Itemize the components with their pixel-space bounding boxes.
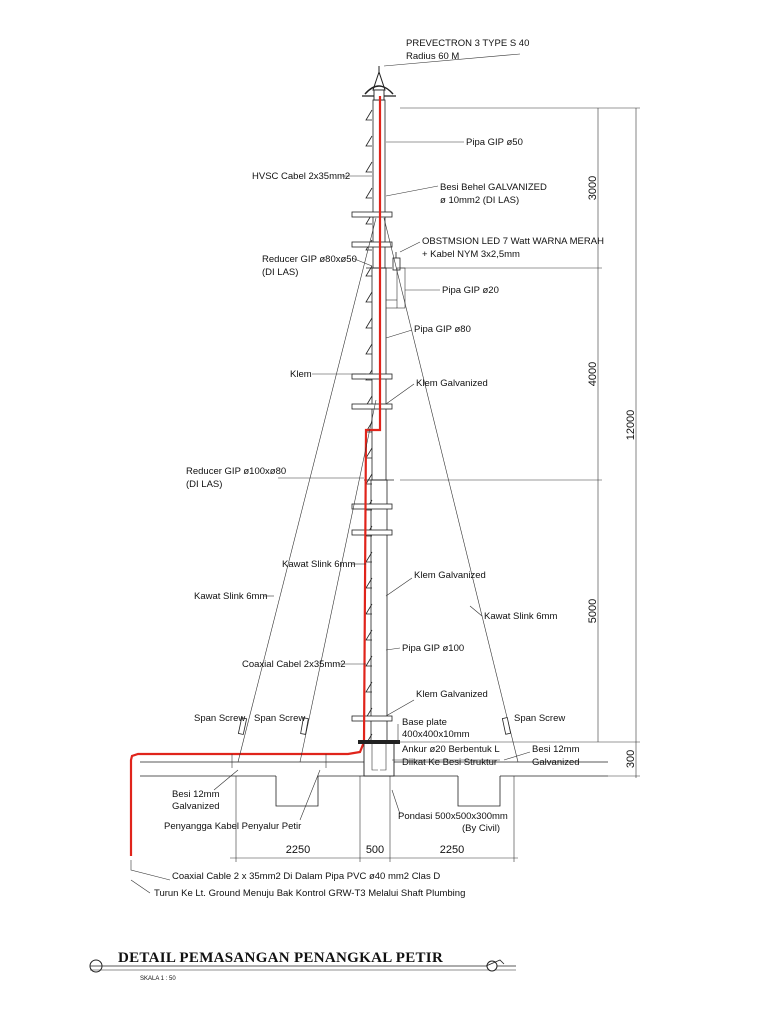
label-besi-12-left-2: Galvanized — [172, 801, 220, 812]
step-rung — [365, 135, 373, 147]
span-screw-left — [237, 717, 248, 735]
drawing-title: DETAIL PEMASANGAN PENANGKAL PETIR — [118, 950, 443, 966]
dimension-lines — [230, 107, 640, 862]
title-end-marker-icon — [486, 960, 498, 972]
label-kawat-slink-c: Kawat Slink 6mm — [484, 611, 557, 622]
obstruction-light-icon — [386, 252, 406, 309]
label-penyangga: Penyangga Kabel Penyalur Petir — [164, 821, 301, 832]
dim-4000: 4000 — [587, 362, 599, 386]
dim-2250-right: 2250 — [440, 844, 464, 856]
step-rung — [365, 291, 373, 303]
span-screw-mid — [300, 717, 309, 735]
label-pipe-50: Pipa GIP ø50 — [466, 137, 523, 148]
label-base-plate-2: 400x400x10mm — [402, 729, 470, 740]
klem-band — [351, 715, 393, 722]
pondasi-block — [363, 741, 395, 777]
label-di-las-1: (DI LAS) — [262, 267, 298, 278]
label-ankur-1: Ankur ø20 Berbentuk L — [402, 744, 500, 755]
dim-300: 300 — [625, 750, 637, 768]
label-obstruction-1: OBSTMSION LED 7 Watt WARNA MERAH — [422, 236, 604, 247]
label-klem-galvanized-1: Klem Galvanized — [416, 378, 488, 389]
label-besi-12-left-1: Besi 12mm — [172, 789, 220, 800]
mast — [351, 99, 394, 745]
label-span-screw-2: Span Screw — [254, 713, 305, 724]
step-rung — [365, 317, 373, 329]
step-rung — [365, 343, 373, 355]
label-pipe-20: Pipa GIP ø20 — [442, 285, 499, 296]
guy-wires — [237, 217, 519, 763]
down-conductor-cable — [129, 96, 382, 856]
label-ankur-2: Diikat Ke Besi Struktur — [402, 757, 497, 768]
base-plate — [358, 740, 400, 744]
label-besi-12-right-1: Besi 12mm — [532, 744, 580, 755]
drawing-scale: SKALA 1 : 50 — [140, 976, 176, 982]
label-pipe-80: Pipa GIP ø80 — [414, 324, 471, 335]
klem-band — [351, 241, 393, 248]
dim-12000: 12000 — [625, 410, 637, 441]
label-reducer-100-80: Reducer GIP ø100xø80 — [186, 466, 286, 477]
label-kawat-slink-a: Kawat Slink 6mm — [282, 559, 355, 570]
label-klem-galvanized-3: Klem Galvanized — [416, 689, 488, 700]
label-pondasi-2: (By Civil) — [462, 823, 500, 834]
pipe-100-section — [370, 479, 388, 743]
dimension-labels: 3000 4000 5000 12000 300 2250 500 2250 — [286, 176, 637, 856]
dim-5000: 5000 — [587, 599, 599, 623]
label-base-plate-1: Base plate — [402, 717, 447, 728]
label-hvsc-cable: HVSC Cabel 2x35mm2 — [252, 171, 350, 182]
klem-band — [351, 403, 393, 410]
label-terminal-radius: Radius 60 M — [406, 51, 459, 62]
klem-band — [351, 211, 393, 218]
title-block: DETAIL PEMASANGAN PENANGKAL PETIR SKALA … — [89, 950, 516, 982]
label-besi-behel-2: ø 10mm2 (DI LAS) — [440, 195, 519, 206]
span-screw-right — [501, 717, 512, 735]
step-rung — [365, 629, 373, 641]
label-klem: Klem — [290, 369, 312, 380]
dim-500: 500 — [366, 844, 384, 856]
step-rung — [365, 681, 373, 693]
label-besi-behel-1: Besi Behel GALVANIZED — [440, 182, 547, 193]
label-pondasi-1: Pondasi 500x500x300mm — [398, 811, 508, 822]
label-span-screw-1: Span Screw — [194, 713, 245, 724]
klem-bands — [351, 211, 393, 722]
dim-2250-left: 2250 — [286, 844, 310, 856]
step-rung — [365, 109, 373, 121]
step-rung — [365, 369, 373, 381]
air-terminal-icon — [362, 66, 396, 101]
roof-slab-and-foundation — [140, 740, 608, 807]
step-rung — [365, 265, 373, 277]
step-rung — [365, 655, 373, 667]
step-rung — [365, 187, 373, 199]
klem-band — [351, 503, 393, 510]
step-rung — [365, 161, 373, 173]
annotation-labels: PREVECTRON 3 TYPE S 40 Radius 60 M Pipa … — [154, 38, 604, 899]
label-coaxial-cabel: Coaxial Cabel 2x35mm2 — [242, 659, 346, 670]
label-klem-galvanized-2: Klem Galvanized — [414, 570, 486, 581]
label-terminal-type: PREVECTRON 3 TYPE S 40 — [406, 38, 529, 49]
leader-lines — [213, 53, 531, 821]
label-span-screw-3: Span Screw — [514, 713, 565, 724]
label-reducer-80-50: Reducer GIP ø80xø50 — [262, 254, 357, 265]
label-besi-12-right-2: Galvanized — [532, 757, 580, 768]
klem-band — [351, 529, 393, 536]
step-rungs — [365, 109, 373, 745]
label-di-las-2: (DI LAS) — [186, 479, 222, 490]
label-pipe-100: Pipa GIP ø100 — [402, 643, 464, 654]
klem-band — [351, 373, 393, 380]
label-ground-note: Turun Ke Lt. Ground Menuju Bak Kontrol G… — [154, 888, 465, 899]
dim-3000: 3000 — [587, 176, 599, 200]
label-kawat-slink-b: Kawat Slink 6mm — [194, 591, 267, 602]
label-coax-note: Coaxial Cable 2 x 35mm2 Di Dalam Pipa PV… — [172, 871, 440, 882]
step-rung — [365, 603, 373, 615]
label-obstruction-2: + Kabel NYM 3x2,5mm — [422, 249, 520, 260]
